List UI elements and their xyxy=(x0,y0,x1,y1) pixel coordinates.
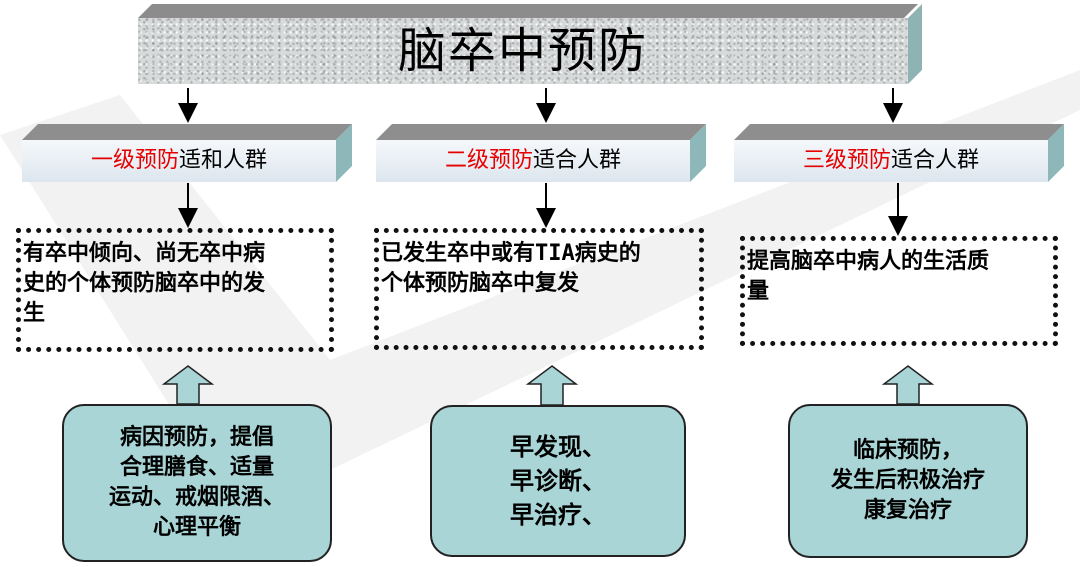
level-1-methods: 病因预防，提倡 合理膳食、适量 运动、戒烟限酒、 心理平衡 xyxy=(62,404,332,562)
level-1-method-line: 病因预防，提倡 xyxy=(119,425,274,450)
up-arrow-level-2 xyxy=(525,365,579,406)
level-1-header: 一级预防适和人群 xyxy=(22,124,352,184)
level-2-header-label: 二级预防适合人群 xyxy=(376,140,690,182)
level-3-header: 三级预防适合人群 xyxy=(734,124,1064,184)
level-1-description-line: 有卒中倾向、尚无卒中病 xyxy=(23,241,266,266)
level-1-description-line: 生 xyxy=(23,301,46,326)
level-1-rest: 适和人群 xyxy=(179,148,268,173)
level-2-header-side xyxy=(690,124,706,182)
level-2-rest: 适合人群 xyxy=(533,148,622,173)
level-2-description-line: 个体预防脑卒中复发 xyxy=(381,271,580,296)
up-arrow-level-1 xyxy=(161,365,215,405)
title-block-top xyxy=(138,4,918,18)
title-block-side xyxy=(908,4,922,84)
level-1-description: 有卒中倾向、尚无卒中病 史的个体预防脑卒中的发 生 xyxy=(16,228,334,352)
level-3-method-line: 发生后积极治疗 xyxy=(830,468,985,493)
level-3-rest: 适合人群 xyxy=(891,148,980,173)
level-2-description: 已发生卒中或有TIA病史的 个体预防脑卒中复发 xyxy=(374,228,704,350)
up-arrow-level-3 xyxy=(881,365,935,405)
level-2-header-face xyxy=(376,140,690,182)
level-2-method-line: 早诊断、 xyxy=(510,467,606,495)
level-2-highlight: 二级预防 xyxy=(444,148,533,173)
level-3-methods: 临床预防， 发生后积极治疗 康复治疗 xyxy=(788,404,1028,558)
level-1-header-face xyxy=(22,140,336,182)
level-3-description: 提高脑卒中病人的生活质 量 xyxy=(740,236,1058,346)
level-3-description-line: 量 xyxy=(747,279,770,304)
level-2-method-line: 早治疗、 xyxy=(510,501,606,529)
level-2-header: 二级预防适合人群 xyxy=(376,124,706,184)
level-3-method-line: 临床预防， xyxy=(852,438,963,463)
level-2-description-line: 已发生卒中或有TIA病史的 xyxy=(381,241,641,266)
level-3-description-line: 提高脑卒中病人的生活质 xyxy=(747,249,990,274)
level-3-header-top xyxy=(734,124,1064,140)
level-1-header-side xyxy=(336,124,352,182)
level-3-header-face xyxy=(734,140,1048,182)
level-3-header-label: 三级预防适合人群 xyxy=(734,140,1048,182)
level-1-method-line: 心理平衡 xyxy=(152,515,241,540)
title-block-face xyxy=(138,18,908,84)
level-2-method-line: 早发现、 xyxy=(510,433,606,461)
level-3-method-line: 康复治疗 xyxy=(863,498,952,523)
level-1-method-line: 运动、戒烟限酒、 xyxy=(108,485,285,510)
level-2-methods: 早发现、 早诊断、 早治疗、 xyxy=(430,405,686,557)
level-1-highlight: 一级预防 xyxy=(90,148,179,173)
level-3-header-side xyxy=(1048,124,1064,182)
level-1-header-top xyxy=(22,124,352,140)
title-block: 脑卒中预防 xyxy=(138,0,938,88)
level-1-method-line: 合理膳食、适量 xyxy=(119,455,274,480)
level-1-header-label: 一级预防适和人群 xyxy=(22,140,336,182)
level-1-description-line: 史的个体预防脑卒中的发 xyxy=(23,271,266,296)
level-2-header-top xyxy=(376,124,706,140)
level-3-highlight: 三级预防 xyxy=(802,148,891,173)
page-title: 脑卒中预防 xyxy=(397,23,648,79)
